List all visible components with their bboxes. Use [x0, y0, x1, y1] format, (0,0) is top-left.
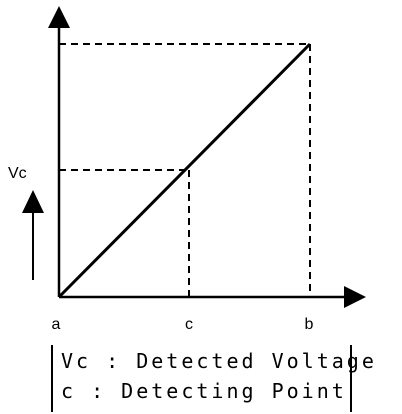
voltage-line: [57, 42, 312, 299]
y-axis-arrowhead: [48, 6, 70, 28]
origin-label: a: [52, 316, 61, 333]
y-axis-label: Vc: [8, 165, 27, 182]
x-axis-arrowhead: [344, 286, 366, 308]
legend-line-1: Vc : Detected Voltage: [61, 349, 377, 373]
vc-up-arrow-head: [22, 190, 44, 213]
end-point-label: b: [305, 316, 314, 333]
mid-point-label: c: [185, 316, 193, 333]
legend-line-2: c : Detecting Point: [61, 379, 347, 403]
